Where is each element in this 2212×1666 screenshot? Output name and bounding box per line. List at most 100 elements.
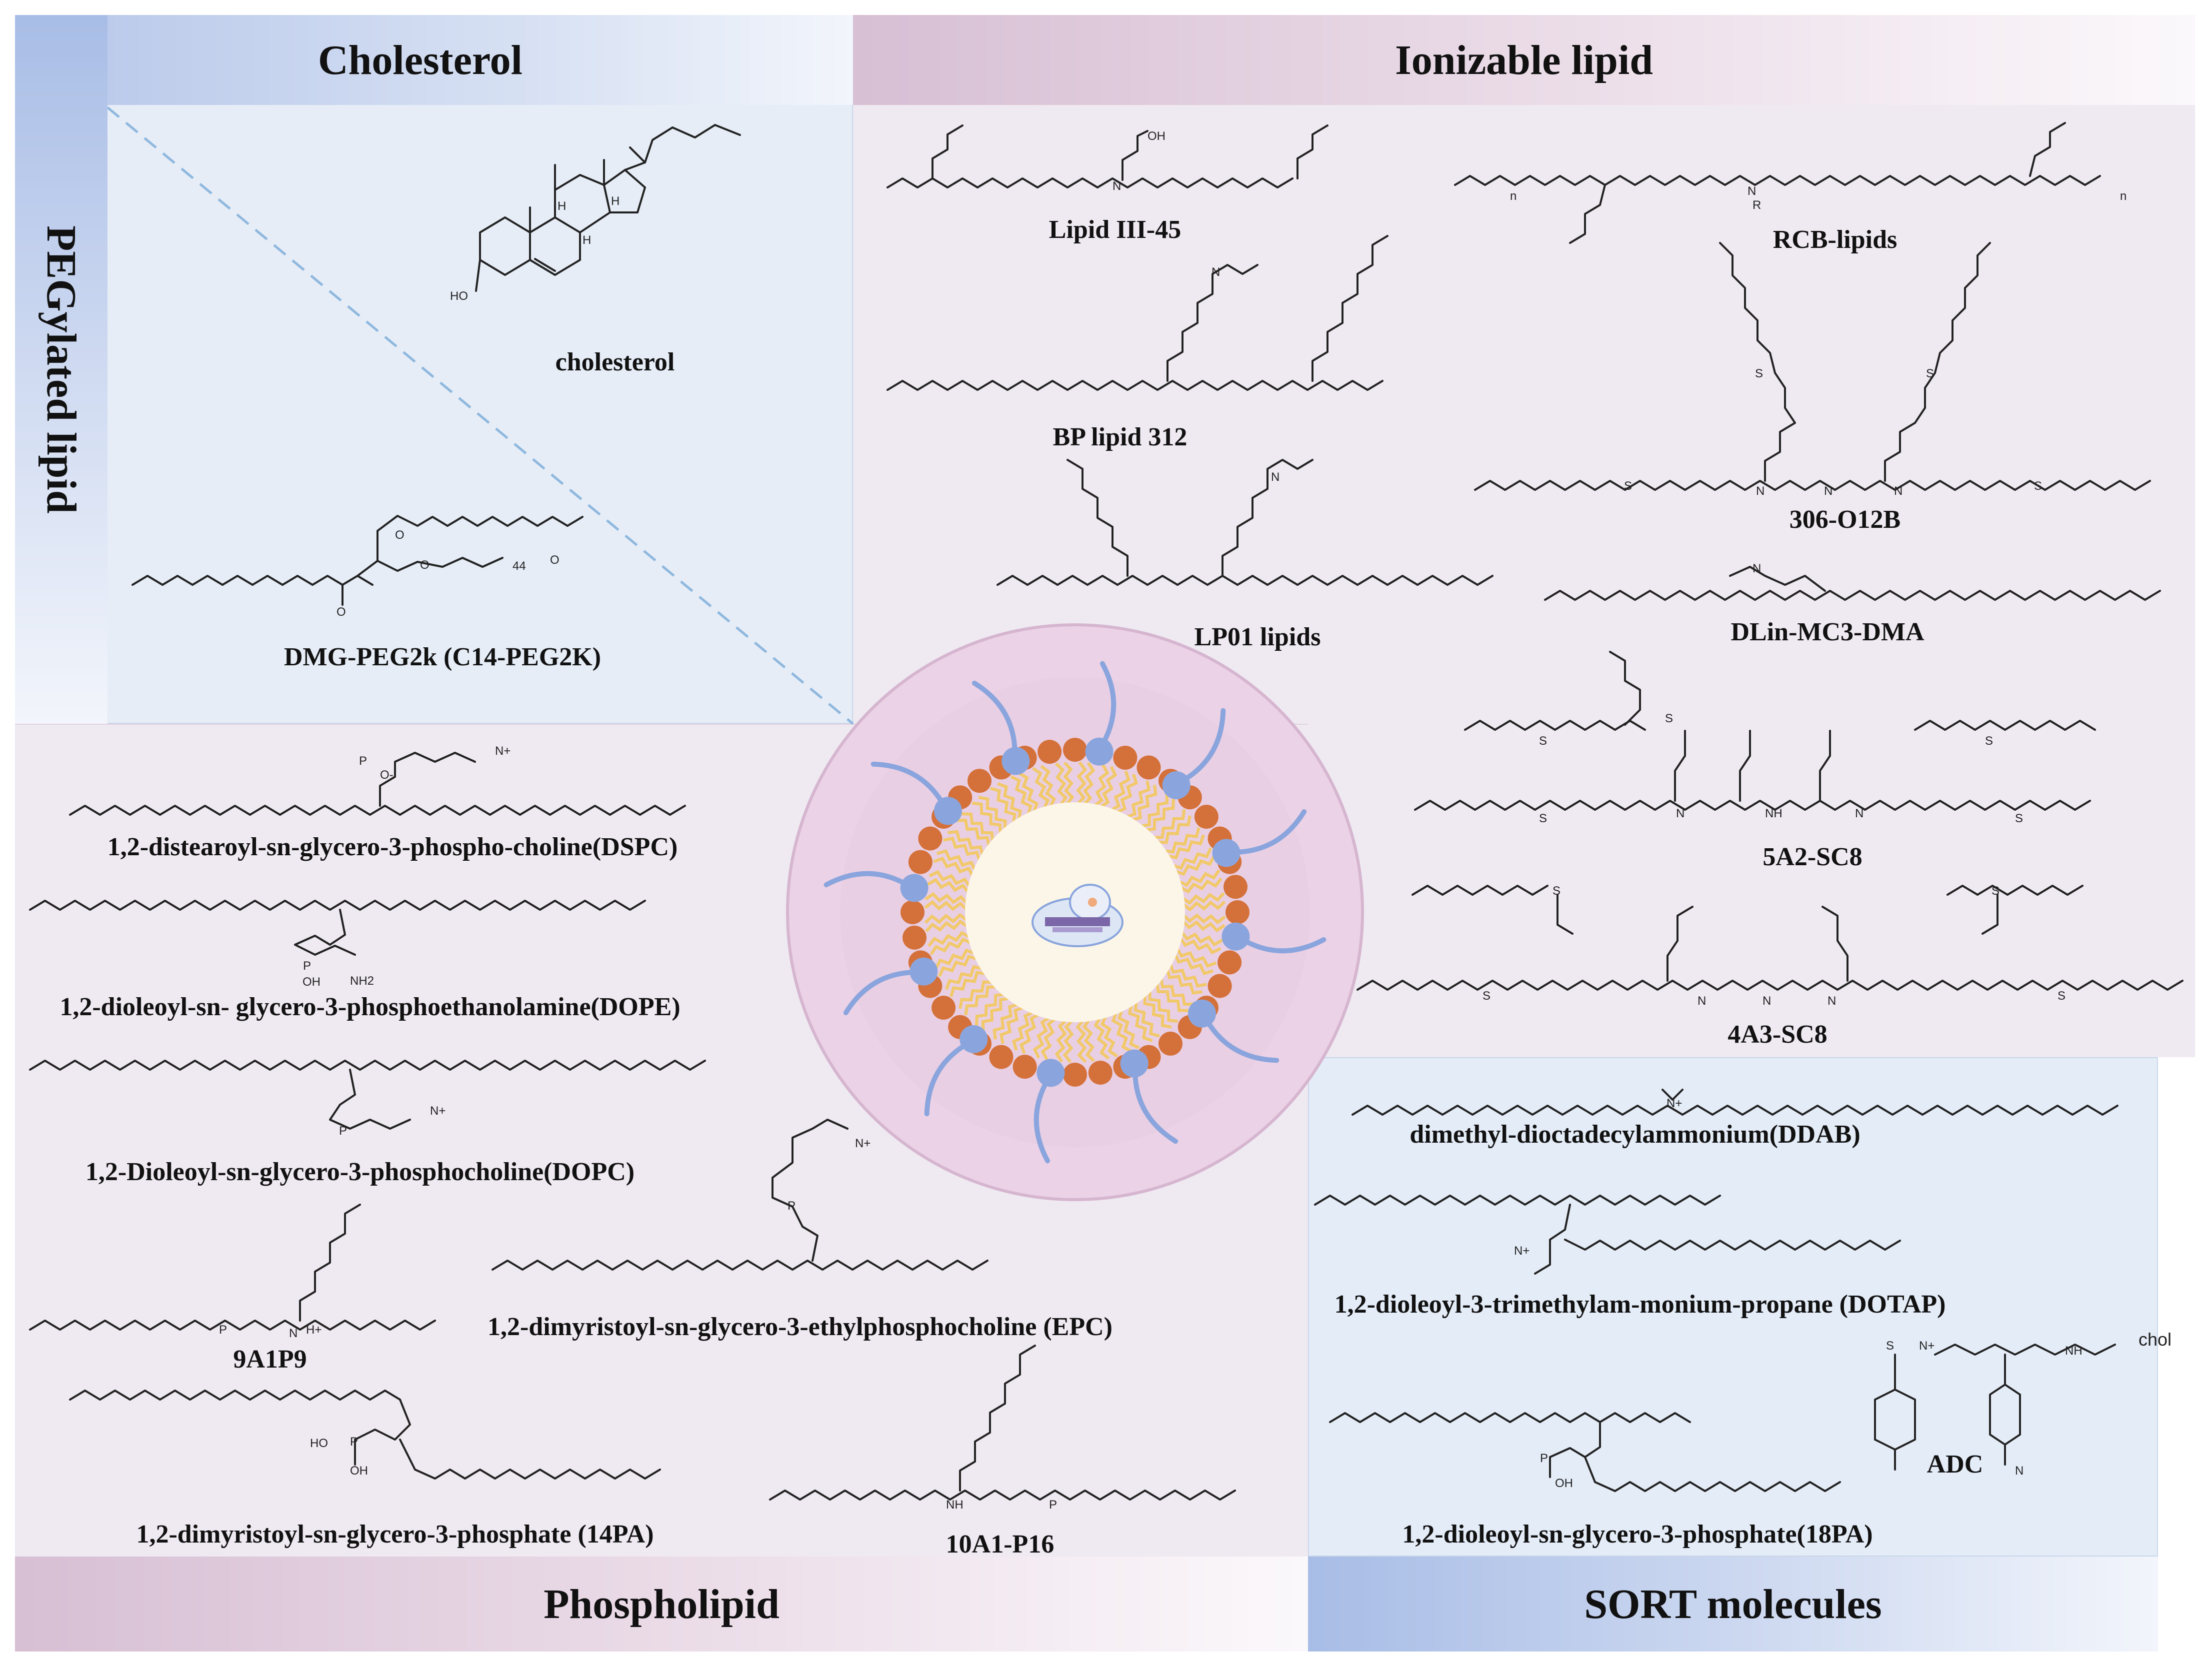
lipid-tail	[1062, 1019, 1074, 1063]
oh-label: OH	[1555, 1477, 1573, 1490]
peg-lipid-head	[1188, 999, 1216, 1028]
lipid-tail	[1076, 761, 1088, 806]
lipid-tail	[1126, 780, 1151, 819]
lipid-tail	[1100, 1015, 1118, 1058]
dope-structure: P OH NH2	[29, 900, 646, 989]
a1p9-structure: P N H+	[29, 1204, 436, 1340]
lipid-iii45-label: Lipid III-45	[1048, 215, 1182, 244]
mrna-cargo	[1032, 884, 1124, 947]
lipid-tail	[1010, 775, 1033, 816]
lipid-head	[908, 850, 932, 874]
lipid-tail	[1164, 827, 1200, 854]
o12b-label: 306-O12B	[1789, 505, 1901, 534]
ddab-label: dimethyl-dioctadecylammonium(DDAB)	[1410, 1120, 1860, 1149]
adc-structure: S N+ NH chol N	[1874, 1329, 2172, 1478]
adc-label: ADC	[1926, 1450, 1984, 1479]
peg-lipid-head	[1036, 1059, 1065, 1087]
lipid-tail	[1173, 953, 1214, 976]
o-label: O	[336, 605, 346, 619]
lipid-iii45-structure: N OH	[886, 124, 1328, 193]
peg-lipid-head	[900, 874, 928, 902]
phospholipid-header: Phospholipid	[15, 1557, 1308, 1652]
lipid-head	[1224, 875, 1248, 899]
lipid-tail	[1032, 1016, 1051, 1059]
dspc-structure: P N+ O-	[69, 744, 686, 816]
peg-lipid-head	[1222, 922, 1250, 951]
lipid-tail	[1178, 869, 1220, 887]
p-label: P	[303, 959, 311, 973]
pa18-label: 1,2-dioleoyl-sn-glycero-3-phosphate(18PA…	[1402, 1520, 1873, 1549]
bp312-label: BP lipid 312	[1052, 423, 1188, 451]
n-label: N	[1748, 184, 1756, 198]
lipid-tail	[1082, 1018, 1096, 1062]
lipid-head	[968, 769, 992, 793]
ionizable-header-text: Ionizable lipid	[1395, 36, 1653, 83]
pa18-structure: P OH	[1329, 1412, 1841, 1492]
p16-label: 10A1-P16	[946, 1530, 1054, 1559]
s-label: S	[1886, 1339, 1894, 1353]
p-label: P	[1049, 1498, 1057, 1512]
sc8-4a3-label: 4A3-SC8	[1728, 1020, 1828, 1049]
peg-lipid-head	[1085, 737, 1114, 766]
lipid-tail	[950, 971, 986, 997]
lipid-head	[918, 826, 942, 851]
lipid-tail	[978, 796, 1007, 830]
lipid-tail	[1153, 809, 1186, 839]
lipid-tail	[938, 954, 978, 977]
p-label: P	[339, 1124, 347, 1138]
bp312-structure: N	[886, 235, 1388, 391]
lipid-tail	[943, 836, 982, 862]
h-label: H	[611, 194, 620, 208]
lipid-tail	[1032, 767, 1050, 810]
pegylated-header: PEGylated lipid	[15, 15, 108, 724]
sc8-5a2-label: 5A2-SC8	[1762, 843, 1862, 871]
ddab-structure: N+	[1352, 1089, 2118, 1116]
lipid-head	[932, 996, 956, 1020]
lipid-tail	[956, 818, 991, 847]
s-label: S	[1985, 734, 1993, 748]
lipid-tail	[1094, 1016, 1110, 1060]
peg-lipid-head	[1162, 771, 1190, 799]
cholesterol-structure: HO H H H	[450, 124, 741, 303]
lipid-head	[1136, 755, 1161, 780]
a1p9-label: 9A1P9	[233, 1345, 307, 1374]
lipid-tail	[1128, 1004, 1153, 1043]
lipid-head	[1063, 738, 1087, 762]
lipid-tail	[924, 892, 968, 905]
lipid-tail	[944, 965, 984, 990]
lipid-tail	[1063, 761, 1074, 806]
n-label: N	[2015, 1464, 2024, 1478]
n-label: N	[1676, 807, 1684, 820]
s-label: S	[1539, 812, 1547, 825]
lipid-tail	[1099, 766, 1118, 809]
lipid-tail	[1040, 1017, 1057, 1061]
ho-label: HO	[450, 289, 468, 303]
sort-panel	[1308, 1057, 2158, 1557]
pa14-structure: P HO OH	[69, 1390, 661, 1480]
lipid-head	[1218, 950, 1242, 975]
nplus-label: N+	[495, 744, 510, 758]
pminus-label: O-	[380, 768, 394, 782]
lipid-tail	[958, 980, 993, 1009]
n-label: N	[1762, 994, 1771, 1008]
lipid-tail	[1131, 785, 1158, 822]
oh-label: OH	[302, 975, 320, 989]
n-label: N	[1756, 484, 1764, 498]
lipid-head	[1012, 1055, 1037, 1079]
lipid-tail	[1082, 762, 1096, 806]
lipid-tail	[964, 985, 997, 1016]
n-label: N	[1824, 484, 1832, 498]
lipid-head	[1194, 805, 1218, 829]
lipid-tail	[1148, 990, 1178, 1023]
lipid-tail	[1159, 977, 1194, 1006]
lipid-tail	[926, 878, 970, 894]
lipid-tail	[1019, 1013, 1040, 1054]
lipid-head	[1226, 900, 1250, 924]
lipid-tail	[928, 870, 972, 888]
dmg-peg-label: DMG-PEG2k (C14-PEG2K)	[284, 643, 602, 671]
lipid-tail	[1156, 982, 1188, 1012]
dspc-label: 1,2-distearoyl-sn-glycero-3-phospho-chol…	[107, 833, 678, 861]
peg-lipid-head	[910, 957, 938, 986]
h-label: H	[582, 233, 591, 247]
lipid-tail	[997, 782, 1022, 821]
